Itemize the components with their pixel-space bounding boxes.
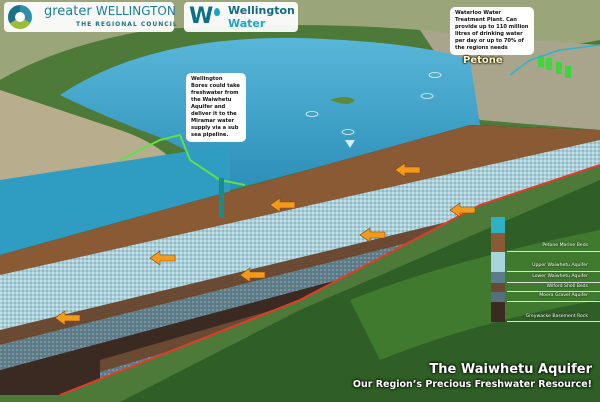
fault-line	[59, 164, 600, 396]
sea-front-face	[0, 145, 230, 262]
river	[509, 44, 600, 76]
treatment-plant-tanks	[538, 55, 571, 78]
up-arrow	[345, 140, 355, 148]
front-hills	[120, 180, 600, 402]
bore-well	[219, 178, 224, 218]
bore-markers	[305, 72, 442, 135]
bores-callout: Wellington Bores could take freshwater f…	[186, 73, 246, 142]
island	[330, 97, 355, 104]
wellington-water-logo: W Wellington Water	[184, 2, 298, 32]
water-drop-icon	[214, 8, 220, 16]
ww-mark-icon: W	[189, 4, 214, 29]
poster-title: The Waiwhetu Aquifer Our Region’s Precio…	[352, 362, 592, 390]
petone-suburbs	[420, 30, 600, 130]
gw-swirl-icon	[8, 5, 32, 29]
sub-sea-pipeline	[119, 133, 246, 186]
greater-wellington-logo: greater WELLINGTON THE REGIONAL COUNCIL	[4, 2, 177, 32]
flow-arrows	[54, 162, 476, 326]
petone-label: Petone	[463, 55, 503, 66]
waterloo-callout: Waterloo Water Treatment Plant. Can prov…	[450, 7, 534, 55]
